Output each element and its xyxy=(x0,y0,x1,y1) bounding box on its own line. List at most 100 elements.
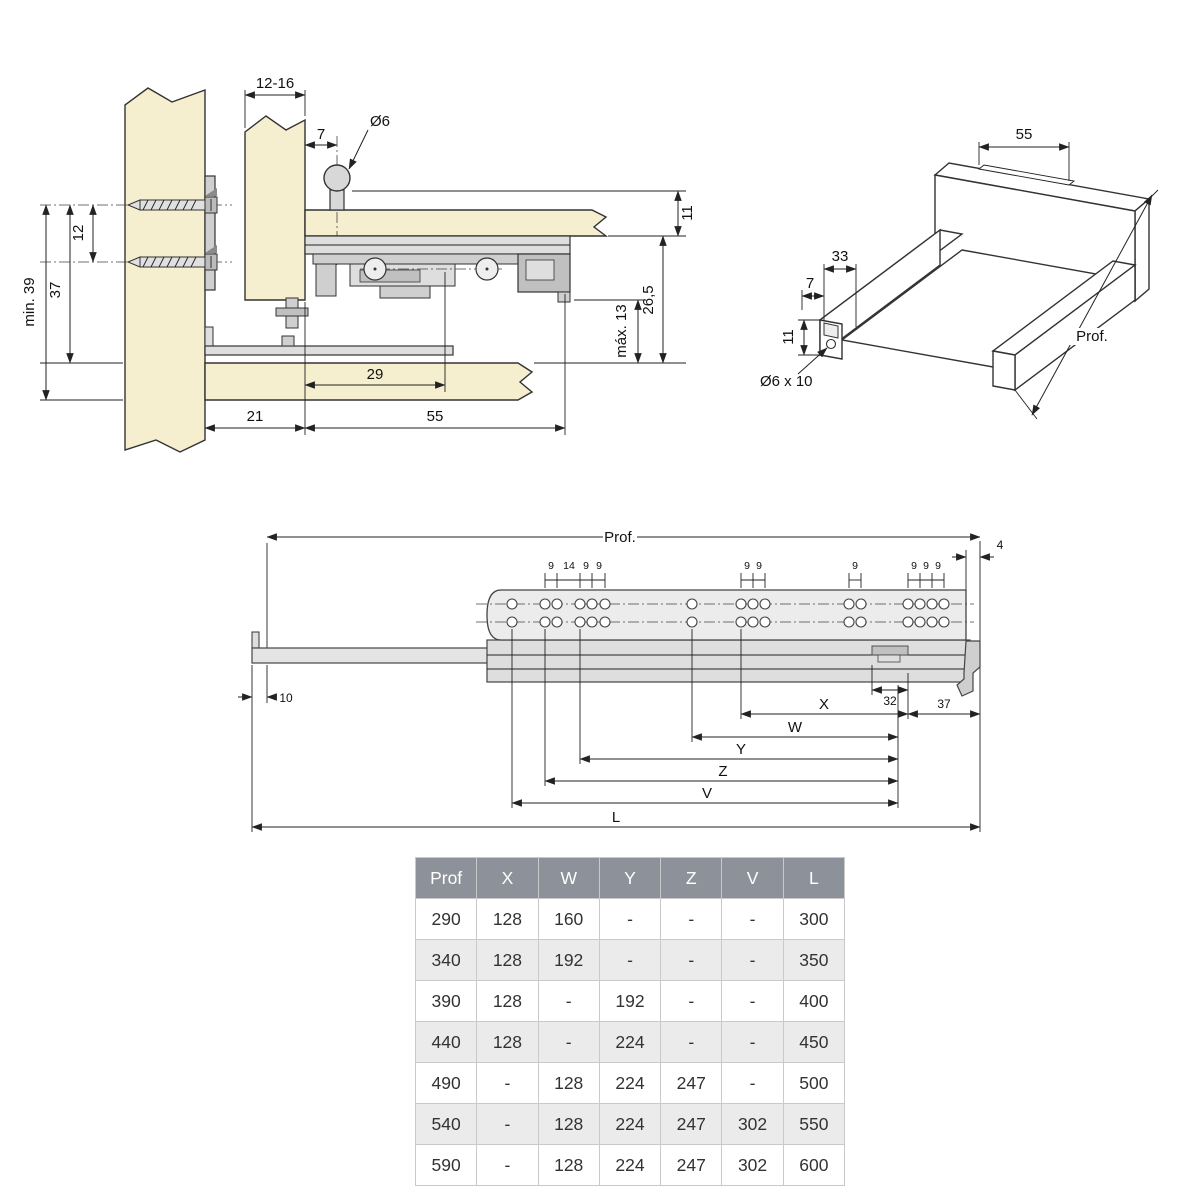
spacing-label: 14 xyxy=(563,560,575,572)
dim-label-rail-l: L xyxy=(612,809,620,826)
table-cell: 550 xyxy=(782,1103,846,1145)
table-cell: - xyxy=(721,980,784,1022)
dim-label-bolt-diameter: Ø6 xyxy=(370,113,390,130)
drawer-front-panel xyxy=(244,115,306,301)
table-header-cell: Prof xyxy=(414,857,478,899)
dim-iso-7: 7 xyxy=(801,275,825,310)
table-cell: 160 xyxy=(537,898,600,940)
table-cell: 300 xyxy=(782,898,846,940)
table-header-cell: W xyxy=(537,857,600,899)
table-cell: 390 xyxy=(414,980,478,1022)
dim-rail-prof: Prof. xyxy=(266,529,981,832)
table-cell: - xyxy=(537,980,600,1022)
dim-iso-prof: Prof. xyxy=(1014,189,1159,420)
extension-lines xyxy=(251,629,909,832)
dim-label-rail-32: 32 xyxy=(883,694,897,708)
mounting-bracket xyxy=(204,175,217,291)
dim-rail-v: V xyxy=(511,785,899,807)
spacing-label: 9 xyxy=(935,560,941,572)
dim-label-iso-hole: Ø6 x 10 xyxy=(760,373,813,390)
dim-right-26-5: 26,5 xyxy=(534,235,686,364)
dim-iso-55: 55 xyxy=(978,126,1070,181)
spacing-label: 9 xyxy=(911,560,917,572)
table-cell: 247 xyxy=(660,1062,723,1104)
dim-rail-y: Y xyxy=(579,741,899,763)
table-cell: - xyxy=(721,1062,784,1104)
rail-side-view: Prof. 4 xyxy=(238,529,1004,832)
dim-label-rail-v: V xyxy=(702,785,712,802)
rail-lower-channel xyxy=(251,631,981,697)
dim-label-bolt-offset: 7 xyxy=(317,126,325,143)
table-cell: - xyxy=(476,1103,539,1145)
dim-bolt-offset: 7 xyxy=(304,126,338,149)
dim-panel-thickness: 12-16 xyxy=(244,75,306,128)
dim-inner-29: 29 xyxy=(304,272,446,435)
dim-rail-4: 4 xyxy=(952,538,1004,590)
dim-label-right-11: 11 xyxy=(679,205,696,221)
table-cell: 224 xyxy=(598,1103,662,1145)
table-cell: 350 xyxy=(782,939,846,981)
spacing-label: 9 xyxy=(596,560,602,572)
table-cell: 128 xyxy=(476,939,539,981)
dim-label-iso-11: 11 xyxy=(780,329,797,345)
dim-max-13: máx. 13 xyxy=(574,299,646,364)
table-cell: - xyxy=(476,1062,539,1104)
dim-rail-w: W xyxy=(691,719,899,741)
table-header-cell: Z xyxy=(660,857,723,899)
dim-37: 37 xyxy=(40,204,123,364)
dim-label-rail-y: Y xyxy=(736,741,746,758)
dim-label-37: 37 xyxy=(47,282,64,299)
dim-label-rail-prof: Prof. xyxy=(604,529,636,546)
dim-rail-l: L xyxy=(251,809,981,831)
cross-section-drawing: 12-16 7 Ø6 11 26,5 máx. 13 29 21 xyxy=(21,75,696,453)
table-cell: 290 xyxy=(414,898,478,940)
dim-label-rail-4: 4 xyxy=(997,538,1004,552)
dim-rail-x: X xyxy=(740,696,909,718)
dim-label-right-26-5: 26,5 xyxy=(640,285,657,314)
mounting-hole xyxy=(825,338,837,350)
dim-bolt-diameter: Ø6 xyxy=(348,113,390,170)
dim-label-rail-10: 10 xyxy=(279,691,293,705)
table-cell: 128 xyxy=(476,1021,539,1063)
table-cell: - xyxy=(660,980,723,1022)
dim-label-screw-gap: 12 xyxy=(70,225,87,242)
table-cell: 590 xyxy=(414,1144,478,1186)
dim-label-iso-55: 55 xyxy=(1016,126,1033,143)
dim-label-rail-z: Z xyxy=(718,763,727,780)
spacing-label: 9 xyxy=(923,560,929,572)
dim-label-rail-w: W xyxy=(788,719,803,736)
table-cell: - xyxy=(660,939,723,981)
mounting-holes xyxy=(506,598,950,628)
table-cell: 450 xyxy=(782,1021,846,1063)
table-cell: - xyxy=(660,898,723,940)
drawer-bottom-panel xyxy=(304,209,609,237)
table-cell: 247 xyxy=(660,1144,723,1186)
table-header-cell: L xyxy=(782,857,846,899)
dim-label-iso-prof: Prof. xyxy=(1076,328,1108,345)
dim-iso-11: 11 xyxy=(780,319,820,356)
table-cell: 500 xyxy=(782,1062,846,1104)
dim-label-bottom-55: 55 xyxy=(427,408,444,425)
spacing-label: 9 xyxy=(852,560,858,572)
table-cell: - xyxy=(537,1021,600,1063)
dim-label-iso-33: 33 xyxy=(832,248,849,265)
table-cell: - xyxy=(721,898,784,940)
dim-right-11: 11 xyxy=(352,190,696,237)
dim-min-39: min. 39 xyxy=(21,204,123,401)
dim-label-rail-x: X xyxy=(819,696,829,713)
front-bracket xyxy=(204,297,454,356)
spacing-label: 9 xyxy=(548,560,554,572)
table-cell: 192 xyxy=(598,980,662,1022)
table-cell: 128 xyxy=(537,1144,600,1186)
dim-label-max-13: máx. 13 xyxy=(613,304,630,357)
dim-screw-gap-12: 12 xyxy=(70,204,97,263)
cabinet-side-panel xyxy=(124,87,206,453)
dim-rail-37: 37 xyxy=(907,697,981,718)
table-cell: - xyxy=(476,1144,539,1186)
table-cell: 302 xyxy=(721,1103,784,1145)
